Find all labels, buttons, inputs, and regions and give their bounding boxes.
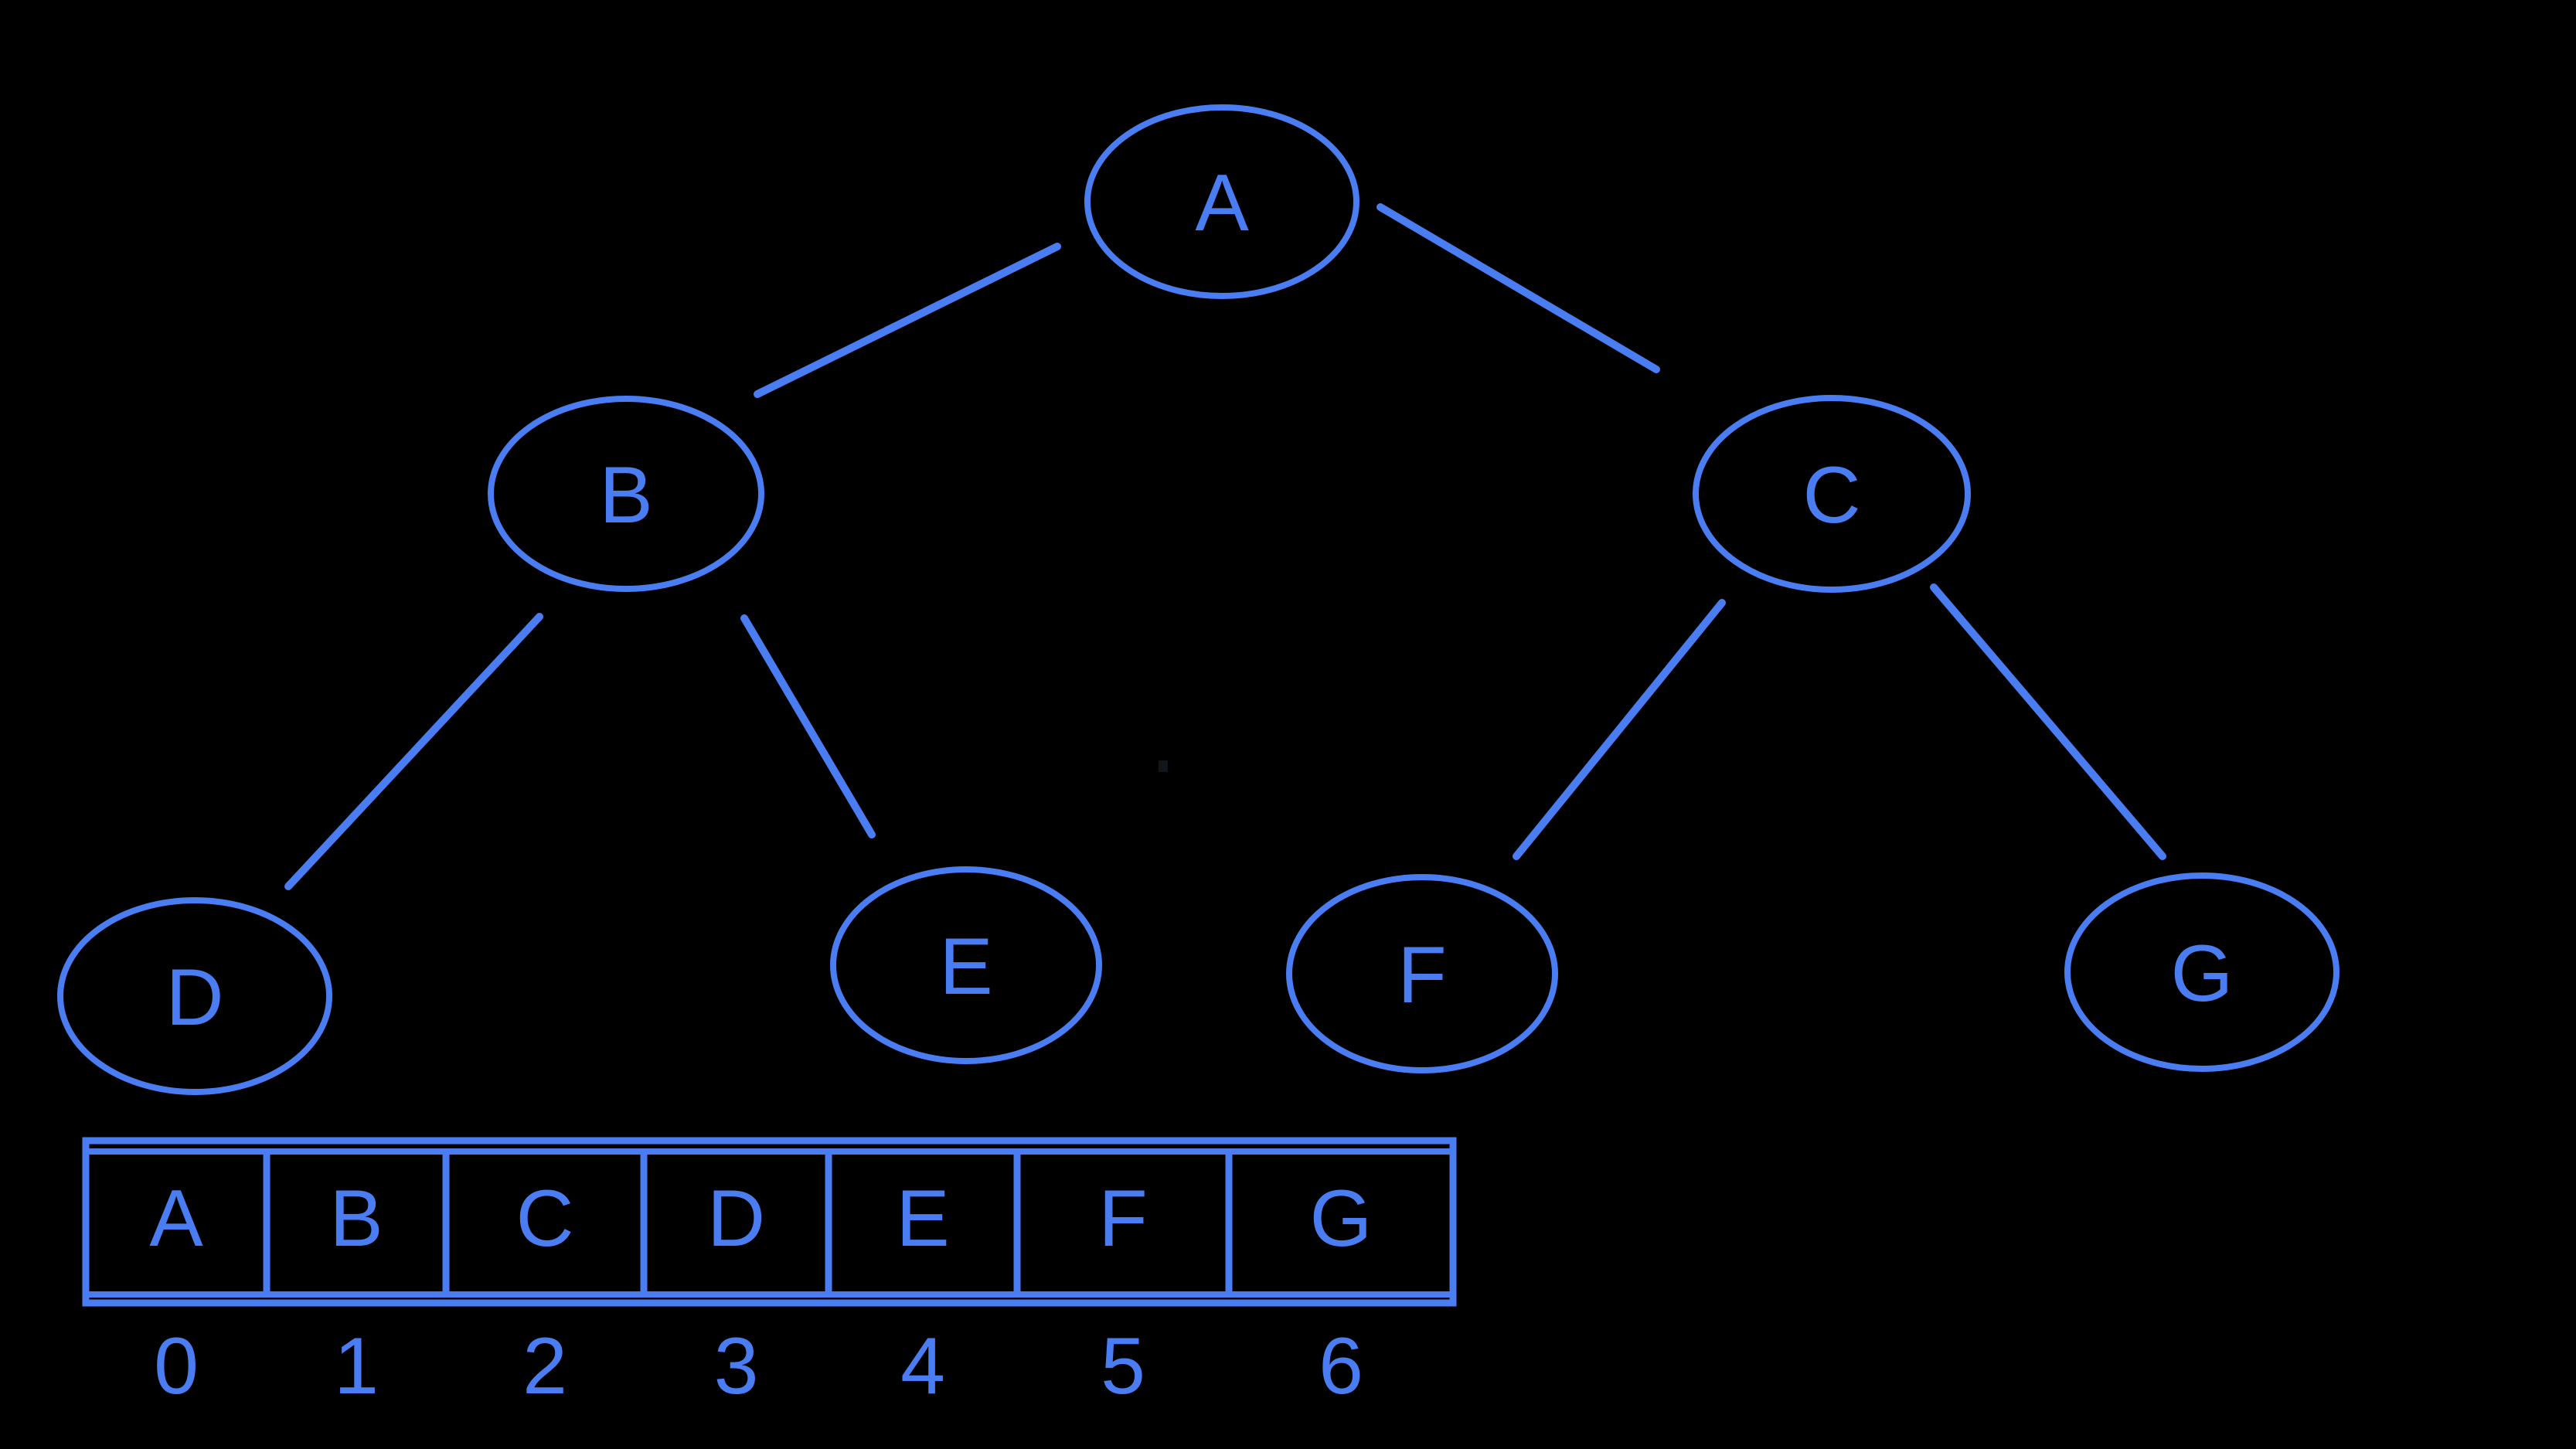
tree-edge-A-B <box>754 243 1061 398</box>
tree-node-ellipse-E <box>830 866 1102 1064</box>
array-index-0: 0 <box>154 1321 199 1411</box>
tree-edge-B-D <box>284 613 543 890</box>
array-index-3: 3 <box>714 1321 759 1411</box>
tree-node-ellipse-C <box>1693 395 1971 593</box>
array-outer-border <box>82 1137 1457 1307</box>
artifact-dot <box>1159 760 1168 772</box>
tree-node-label-F: F <box>1397 930 1447 1020</box>
tree-node-label-B: B <box>599 451 652 540</box>
tree-node-ellipse-F <box>1286 874 1558 1073</box>
tree-node-label-C: C <box>1802 451 1860 540</box>
array-index-6: 6 <box>1319 1321 1363 1411</box>
tree-node-ellipse-B <box>488 396 764 592</box>
tree-node-label-A: A <box>1195 158 1249 248</box>
array-index-1: 1 <box>334 1321 379 1411</box>
array-cell-letter-F: F <box>1098 1174 1148 1264</box>
tree-edge-C-G <box>1930 583 2166 860</box>
array-cell-letter-G: G <box>1310 1174 1373 1264</box>
array-index-4: 4 <box>900 1321 945 1411</box>
tree-node-ellipse-G <box>2064 872 2339 1072</box>
tree-node-ellipse-D <box>57 897 332 1095</box>
tree-node-ellipse-A <box>1084 104 1359 299</box>
tree-edge-C-F <box>1513 599 1726 860</box>
tree-node-label-D: D <box>165 953 223 1043</box>
tree-edge-B-E <box>740 614 876 838</box>
array-index-5: 5 <box>1101 1321 1145 1411</box>
array-cell-letter-E: E <box>896 1174 949 1264</box>
array-cell-letter-A: A <box>149 1174 203 1264</box>
tree-node-label-E: E <box>939 922 992 1012</box>
array-index-2: 2 <box>522 1321 567 1411</box>
tree-edge-A-C <box>1376 203 1660 373</box>
array-cell-letter-C: C <box>516 1174 573 1264</box>
array-cell-letter-B: B <box>329 1174 383 1264</box>
array-cell-letter-D: D <box>707 1174 765 1264</box>
tree-node-label-G: G <box>2171 929 2234 1019</box>
